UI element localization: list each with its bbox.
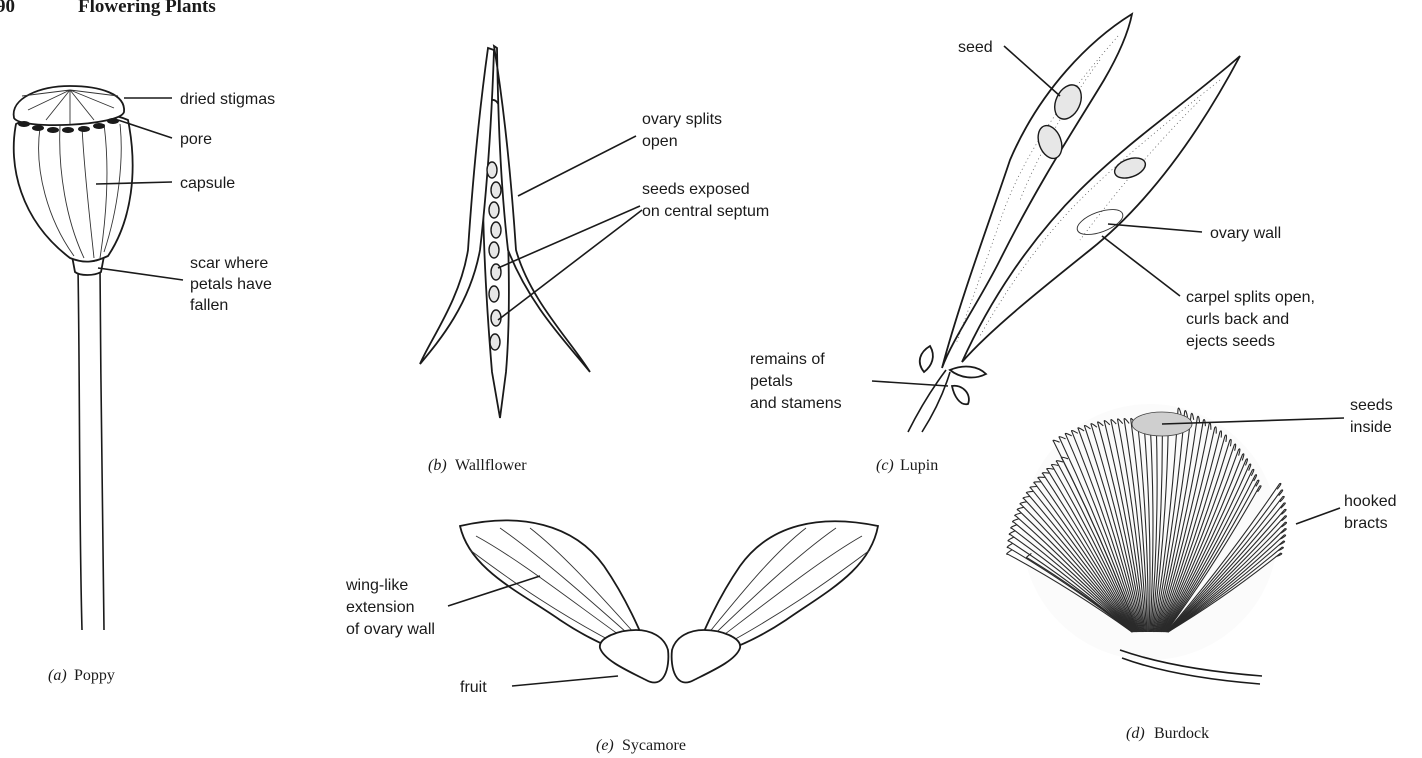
label-wing-line-2: extension <box>346 599 415 616</box>
label-wing-line-1: wing-like <box>345 577 408 594</box>
label-wing-line-3: of ovary wall <box>346 621 435 638</box>
label-scar-line-2: petals have <box>190 276 272 293</box>
label-seeds-exposed-line-2: on central septum <box>642 203 769 220</box>
label-dried-stigmas: dried stigmas <box>180 91 275 108</box>
label-ovary-wall: ovary wall <box>1210 225 1281 242</box>
label-pore: pore <box>180 131 212 148</box>
label-scar-line-1: scar where <box>190 255 268 272</box>
label-carpel-line-1: carpel splits open, <box>1186 289 1315 306</box>
caption-lupin-letter: (c) <box>876 457 894 474</box>
label-seeds-inside-line-2: inside <box>1350 419 1392 436</box>
wallflower-drawing <box>420 46 590 418</box>
label-seed: seed <box>958 39 993 56</box>
caption-burdock-name: Burdock <box>1154 725 1209 742</box>
label-capsule: capsule <box>180 175 235 192</box>
caption-burdock-letter: (d) <box>1126 725 1145 742</box>
label-hooked-bracts-line-2: bracts <box>1344 515 1388 532</box>
burdock-drawing <box>1007 404 1287 684</box>
label-fruit: fruit <box>460 679 487 696</box>
caption-lupin-name: Lupin <box>900 457 938 474</box>
label-carpel-line-3: ejects seeds <box>1186 333 1275 350</box>
label-seeds-inside-line-1: seeds <box>1350 397 1393 414</box>
page-title: Flowering Plants <box>78 0 216 17</box>
caption-wallflower-letter: (b) <box>428 457 447 474</box>
label-scar-line-3: fallen <box>190 297 228 314</box>
label-remains-line-3: and stamens <box>750 395 842 412</box>
wallflower-leader-lines <box>498 136 642 320</box>
label-seeds-exposed-line-1: seeds exposed <box>642 181 750 198</box>
lupin-leader-lines <box>872 46 1202 386</box>
label-carpel-line-2: curls back and <box>1186 311 1289 328</box>
label-ovary-splits-line-1: ovary splits <box>642 111 722 128</box>
caption-sycamore-name: Sycamore <box>622 737 686 754</box>
page-number: 90 <box>0 0 15 17</box>
caption-sycamore-letter: (e) <box>596 737 614 754</box>
label-ovary-splits-line-2: open <box>642 133 678 150</box>
label-hooked-bracts-line-1: hooked <box>1344 493 1397 510</box>
label-remains-line-1: remains of <box>750 351 825 368</box>
lupin-drawing <box>908 14 1240 432</box>
caption-poppy-name: Poppy <box>74 667 115 684</box>
caption-wallflower-name: Wallflower <box>455 457 527 474</box>
caption-poppy-letter: (a) <box>48 667 67 684</box>
label-remains-line-2: petals <box>750 373 793 390</box>
sycamore-drawing <box>460 520 878 682</box>
poppy-drawing <box>14 86 133 630</box>
